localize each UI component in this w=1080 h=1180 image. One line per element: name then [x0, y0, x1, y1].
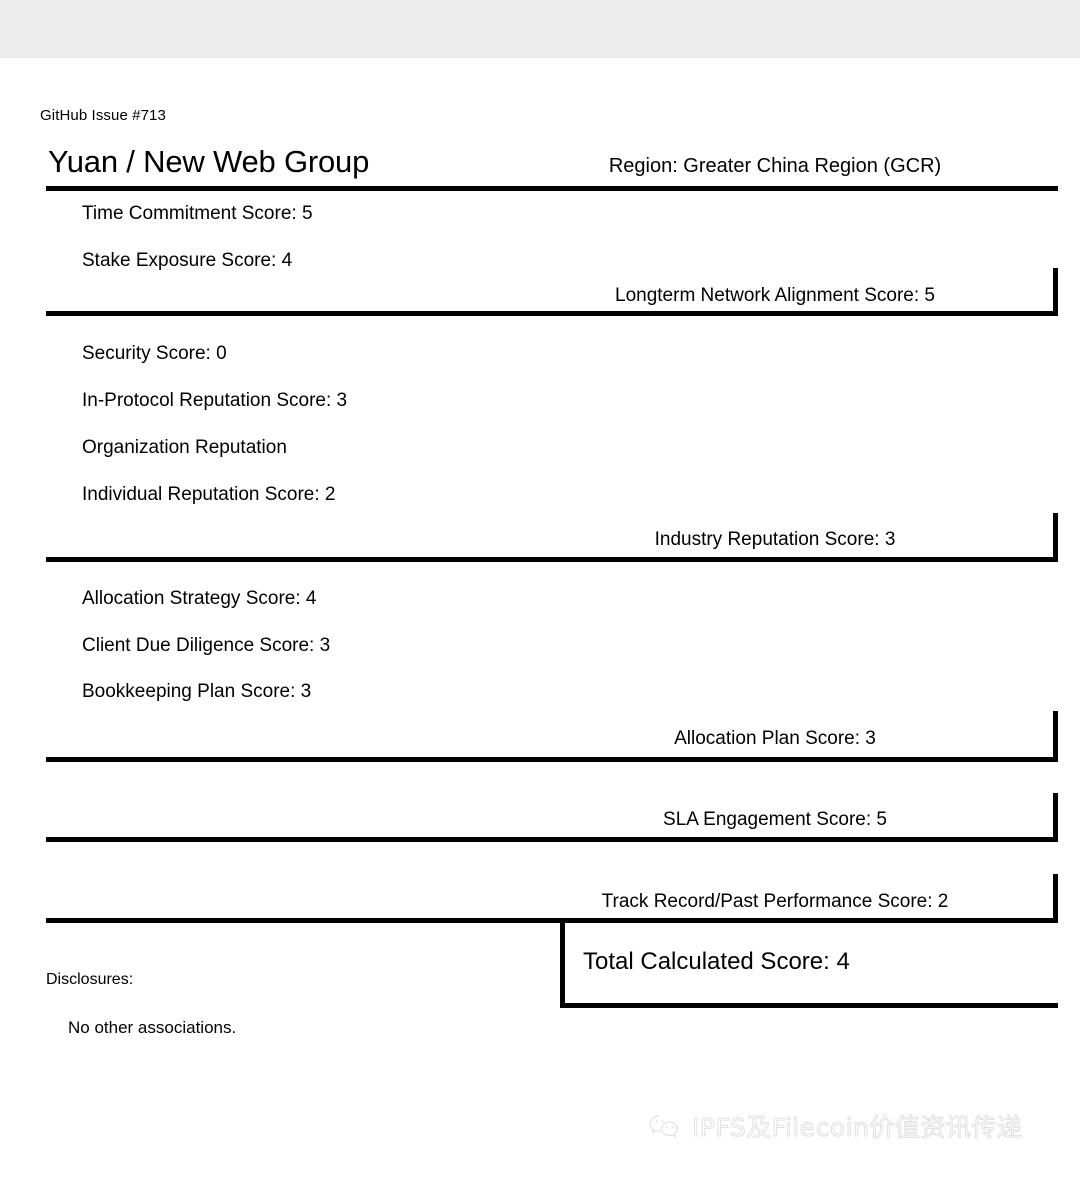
section-divider-4	[46, 837, 1058, 842]
scoring-sheet: GitHub Issue #713 Yuan / New Web Group R…	[0, 58, 1080, 1180]
score-line-stake-exposure: Stake Exposure Score: 4	[82, 250, 293, 271]
section-divider-3	[46, 757, 1058, 762]
section-bracket-track-record	[1053, 874, 1058, 922]
window-chrome-bar	[0, 0, 1080, 58]
section-summary-network-alignment: Longterm Network Alignment Score: 5	[615, 285, 935, 306]
section-summary-allocation-plan: Allocation Plan Score: 3	[674, 728, 876, 749]
page-title: Yuan / New Web Group	[48, 144, 370, 179]
wechat-icon	[648, 1113, 682, 1139]
section-summary-industry-reputation: Industry Reputation Score: 3	[654, 529, 896, 550]
header-divider	[46, 186, 1058, 191]
region-label: Region: Greater China Region (GCR)	[608, 155, 942, 177]
score-line-allocation-strategy: Allocation Strategy Score: 4	[82, 588, 317, 609]
score-line-client-due-diligence: Client Due Diligence Score: 3	[82, 635, 331, 656]
score-line-individual-reputation: Individual Reputation Score: 2	[82, 484, 336, 505]
section-summary-sla-engagement: SLA Engagement Score: 5	[663, 809, 887, 830]
section-divider-5	[46, 918, 1058, 923]
github-issue-reference: GitHub Issue #713	[40, 107, 166, 124]
section-bracket-allocation-plan	[1053, 711, 1058, 759]
section-bracket-sla-engagement	[1053, 793, 1058, 841]
total-calculated-score-label: Total Calculated Score: 4	[583, 948, 850, 975]
score-line-organization-reputation: Organization Reputation	[82, 437, 287, 458]
section-bracket-industry-reputation	[1053, 513, 1058, 561]
watermark: IPFS及Filecoin价值资讯传递	[648, 1108, 1022, 1144]
disclosures-heading: Disclosures:	[46, 971, 134, 988]
section-bracket-network-alignment	[1053, 268, 1058, 316]
score-line-security: Security Score: 0	[82, 343, 227, 364]
total-score-box: Total Calculated Score: 4	[560, 922, 1058, 1008]
score-line-in-protocol-reputation: In-Protocol Reputation Score: 3	[82, 390, 348, 411]
section-divider-2	[46, 557, 1058, 562]
section-summary-track-record: Track Record/Past Performance Score: 2	[601, 891, 949, 912]
score-line-bookkeeping-plan: Bookkeeping Plan Score: 3	[82, 681, 312, 702]
watermark-text: IPFS及Filecoin价值资讯传递	[691, 1113, 1023, 1143]
disclosures-text: No other associations.	[68, 1018, 237, 1037]
section-divider-1	[46, 311, 1058, 316]
score-line-time-commitment: Time Commitment Score: 5	[82, 203, 313, 224]
